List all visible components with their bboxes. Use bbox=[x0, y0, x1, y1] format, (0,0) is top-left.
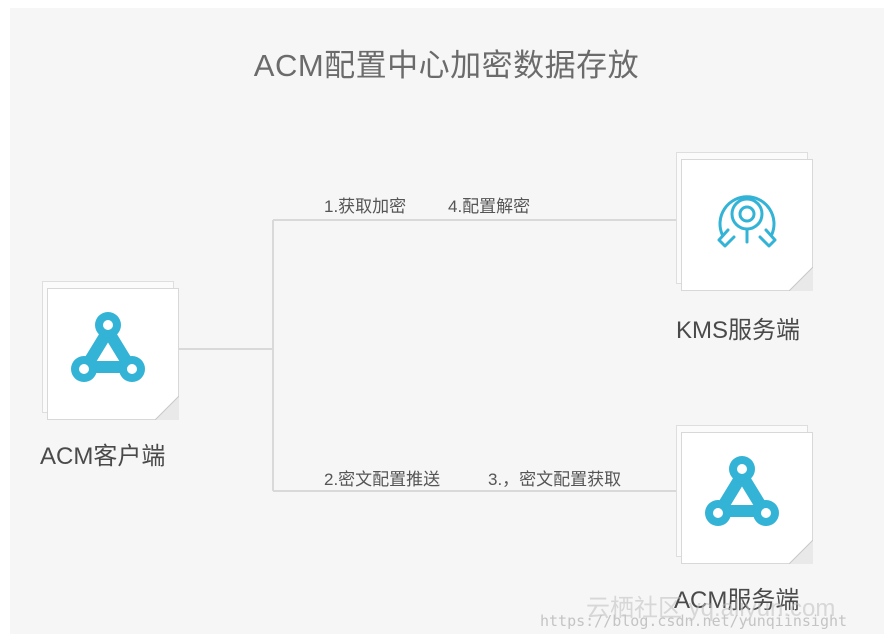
watermark-text: 云栖社区 yq.aliyun.com bbox=[586, 595, 836, 622]
page-fold-corner bbox=[155, 396, 179, 420]
edge-label-fetch-ciphertext: 3.，密文配置获取 bbox=[488, 470, 622, 489]
edge-label-push-ciphertext: 2.密文配置推送 bbox=[324, 470, 441, 489]
page-fold-corner bbox=[789, 267, 813, 291]
kms-server-card bbox=[676, 152, 821, 299]
acm-client-card bbox=[42, 281, 187, 428]
diagram-title: ACM配置中心加密数据存放 bbox=[253, 48, 640, 83]
page-fold-corner bbox=[789, 540, 813, 564]
chain-link-icon bbox=[705, 456, 779, 526]
key-shield-icon bbox=[717, 195, 777, 248]
edge-label-decrypt-config: 4.配置解密 bbox=[448, 197, 531, 216]
acm-server-card bbox=[676, 425, 821, 572]
edge-label-get-encryption: 1.获取加密 bbox=[324, 197, 407, 216]
acm-server-label: ACM服务端 bbox=[674, 587, 800, 614]
acm-client-label: ACM客户端 bbox=[40, 443, 166, 470]
card-face bbox=[681, 159, 813, 291]
chain-link-icon bbox=[71, 312, 145, 382]
kms-server-label: KMS服务端 bbox=[676, 317, 801, 344]
card-face bbox=[681, 432, 813, 564]
watermark-url: https://blog.csdn.net/yunqiinsight bbox=[540, 612, 848, 630]
card-face bbox=[47, 288, 179, 420]
